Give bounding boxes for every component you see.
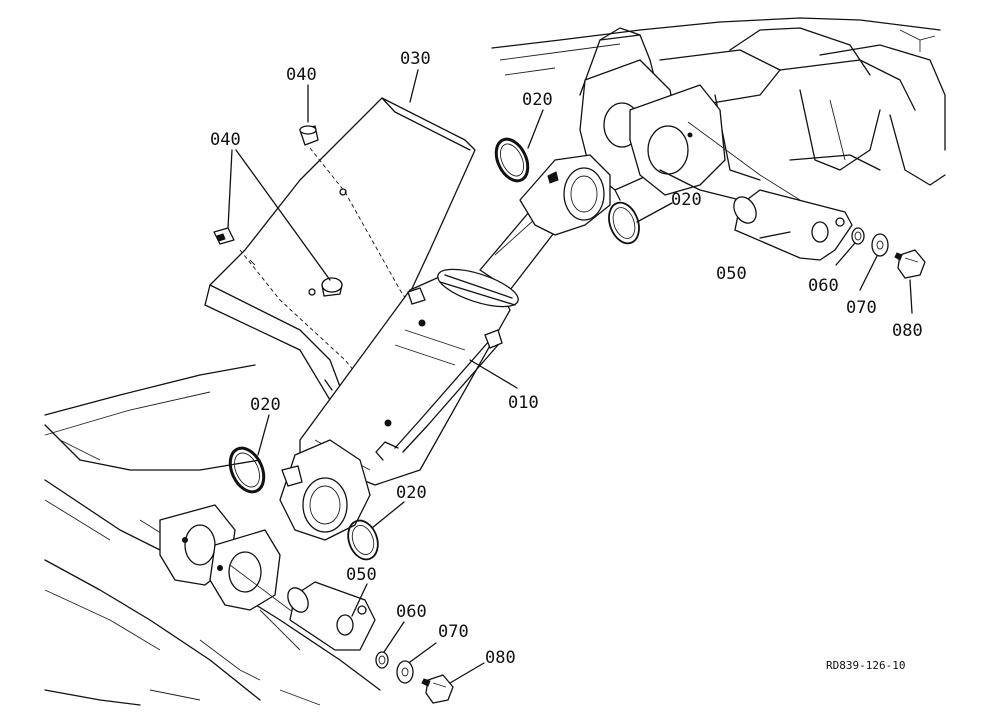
label-070-upper: 070 [846, 298, 877, 318]
label-080-lower: 080 [485, 648, 516, 668]
label-030: 030 [400, 49, 431, 69]
bolt-040-top [299, 125, 319, 146]
bolt-080-upper [894, 249, 926, 279]
label-060-upper: 060 [808, 276, 839, 296]
hydraulic-cylinder-010 [279, 154, 611, 541]
part-labels: 030 040 040 020 020 050 060 070 080 010 … [210, 49, 923, 668]
bolt-040-middle [321, 277, 343, 297]
washer-060-lower [375, 651, 389, 669]
label-020-lower-left: 020 [250, 395, 281, 415]
label-050-lower: 050 [346, 565, 377, 585]
pin-050-upper [733, 189, 853, 261]
label-040-top: 040 [286, 65, 317, 85]
label-020-upper-right: 020 [671, 190, 702, 210]
label-040-left: 040 [210, 130, 241, 150]
reference-code: RD839-126-10 [826, 659, 905, 672]
label-020-upper-left: 020 [522, 90, 553, 110]
label-050-upper: 050 [716, 264, 747, 284]
lower-frame-structure [44, 364, 381, 706]
o-ring-020-upper-right [608, 201, 640, 245]
washer-070-upper [871, 233, 889, 257]
bolt-040-left [213, 227, 235, 245]
upper-frame-structure [491, 17, 946, 201]
label-070-lower: 070 [438, 622, 469, 642]
leader-lines [227, 69, 913, 684]
label-010: 010 [508, 393, 539, 413]
o-ring-020-upper-left [494, 137, 530, 183]
label-080-upper: 080 [892, 321, 923, 341]
label-060-lower: 060 [396, 602, 427, 622]
pin-050-lower [287, 581, 376, 651]
washer-070-lower [396, 660, 414, 684]
label-020-lower-right: 020 [396, 483, 427, 503]
washer-060-upper [851, 227, 865, 245]
bolt-080-lower [421, 674, 454, 704]
o-ring-020-lower-left [228, 446, 266, 494]
o-ring-020-lower-right [347, 519, 379, 561]
